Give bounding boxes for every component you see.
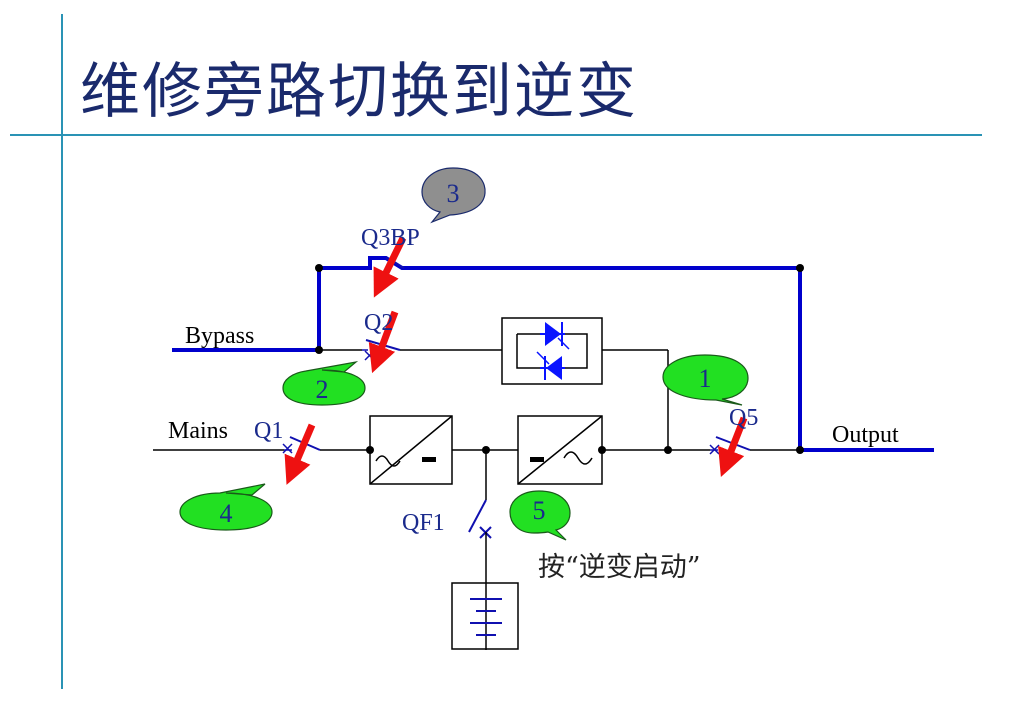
- label-q2: Q2: [364, 310, 393, 336]
- callout-number: 4: [220, 499, 233, 528]
- instruction-text: 按“逆变启动”: [538, 552, 701, 583]
- label-q1: Q1: [254, 418, 283, 444]
- frame-vertical-line: [61, 14, 63, 689]
- rectifier: [369, 415, 453, 485]
- red-arrows: [284, 236, 748, 485]
- callout-number: 3: [447, 179, 460, 208]
- callout-1: 1: [662, 354, 749, 406]
- callout-5: 5: [509, 490, 571, 541]
- arrow-icon: [368, 310, 399, 374]
- arrow-icon: [718, 416, 748, 478]
- callout-3: 3: [421, 167, 486, 224]
- slide-title: 维修旁路切换到逆变: [80, 57, 638, 127]
- callout-number: 2: [316, 375, 329, 404]
- arrow-icon: [284, 423, 316, 485]
- label-q3bp: Q3BP: [361, 225, 420, 251]
- junction-dots: [315, 264, 804, 454]
- label-q5: Q5: [729, 405, 758, 431]
- arrow-icon: [373, 236, 407, 298]
- thyristor-icon: [546, 356, 562, 380]
- callout-number: 1: [699, 364, 712, 393]
- label-bypass: Bypass: [185, 323, 254, 349]
- callout-2: 2: [282, 361, 366, 406]
- inverter: [517, 415, 603, 485]
- label-output: Output: [832, 422, 899, 448]
- thyristor-icon: [545, 322, 561, 346]
- label-mains: Mains: [168, 418, 228, 444]
- callout-4: 4: [179, 483, 273, 531]
- label-qf1: QF1: [402, 510, 445, 536]
- frame-horizontal-line: [10, 134, 982, 136]
- maintenance-bypass-line: [317, 256, 802, 450]
- battery-branch: [451, 450, 519, 650]
- battery-icon: [451, 582, 519, 650]
- static-switch: [501, 317, 603, 385]
- callout-number: 5: [533, 496, 546, 525]
